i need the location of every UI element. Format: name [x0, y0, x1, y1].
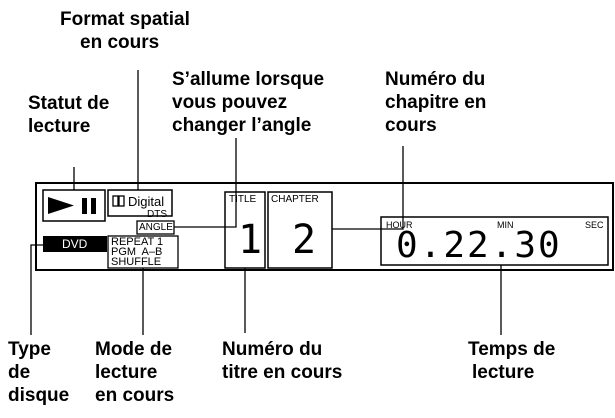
- callout-angle-line: S’allume lorsque: [172, 69, 325, 90]
- sec-label: SEC: [585, 220, 604, 230]
- callout-mode-line: Mode de: [95, 339, 173, 360]
- play-mode-item: PGM A–B: [111, 246, 163, 258]
- hour-label: HOUR: [386, 220, 413, 230]
- disc-type-box: [43, 236, 107, 252]
- callout-temps: Temps de lecture: [468, 338, 555, 384]
- callout-mode-line: lecture: [95, 362, 158, 383]
- callout-statut-line: lecture: [28, 116, 91, 137]
- callout-format-line: en cours: [80, 32, 160, 53]
- callout-titre-line: Numéro du: [222, 339, 323, 360]
- digital-format-box: [107, 189, 173, 217]
- callout-temps-line: Temps de: [468, 339, 556, 360]
- leader-angle: [174, 138, 237, 228]
- callout-mode: Mode de lecture en cours: [95, 338, 174, 407]
- callout-titre: Numéro du titre en cours: [222, 338, 342, 384]
- callout-temps-line: lecture: [472, 362, 535, 383]
- display-panel-border: [35, 182, 614, 271]
- callout-type: Type de disque: [8, 338, 69, 407]
- callout-titre-line: titre en cours: [222, 362, 343, 383]
- play-mode-item: REPEAT 1: [111, 236, 164, 248]
- callout-type-line: disque: [8, 385, 70, 406]
- callout-chapitre-line: Numéro du: [385, 69, 486, 90]
- pause-icon-bar-left: [82, 198, 87, 214]
- play-mode-list: REPEAT 1 PGM A–B SHUFFLE: [111, 236, 164, 268]
- min-label: MIN: [497, 220, 514, 230]
- digital-label: Digital: [128, 194, 165, 209]
- chapter-label: CHAPTER: [271, 194, 319, 205]
- chapter-value: 2: [292, 217, 317, 263]
- pause-icon-bar-right: [91, 198, 96, 214]
- dolby-icon-left: [112, 195, 119, 207]
- callout-chapitre-line: cours: [385, 115, 437, 136]
- callout-statut-line: Statut de: [28, 93, 110, 114]
- disc-type-label: DVD: [62, 237, 88, 251]
- callout-type-line: Type: [8, 339, 51, 360]
- time-value: 0.22.30: [396, 225, 562, 266]
- title-value: 1: [238, 217, 263, 263]
- callout-angle: S’allume lorsque vous pouvez changer l’a…: [172, 68, 324, 137]
- play-mode-item: SHUFFLE: [111, 256, 162, 268]
- leader-type: [30, 244, 43, 335]
- callout-angle-line: changer l’angle: [172, 115, 312, 136]
- dts-label: DTS: [147, 209, 167, 220]
- callout-statut: Statut de lecture: [28, 92, 109, 138]
- time-box: [380, 216, 609, 266]
- callout-type-line: de: [8, 362, 31, 383]
- callout-mode-line: en cours: [95, 385, 175, 406]
- play-icon: [48, 197, 74, 214]
- dolby-icon-right: [118, 195, 125, 207]
- callout-chapitre: Numéro du chapitre en cours: [385, 68, 486, 137]
- callout-format: Format spatial en cours: [60, 8, 190, 54]
- title-label: TITLE: [229, 194, 257, 205]
- leader-chapitre: [332, 146, 404, 230]
- callout-angle-line: vous pouvez: [172, 92, 288, 113]
- chapter-box: [267, 191, 333, 269]
- callout-chapitre-line: chapitre en: [385, 92, 487, 113]
- callout-format-line: Format spatial: [60, 9, 190, 30]
- angle-label: ANGLE: [139, 222, 173, 233]
